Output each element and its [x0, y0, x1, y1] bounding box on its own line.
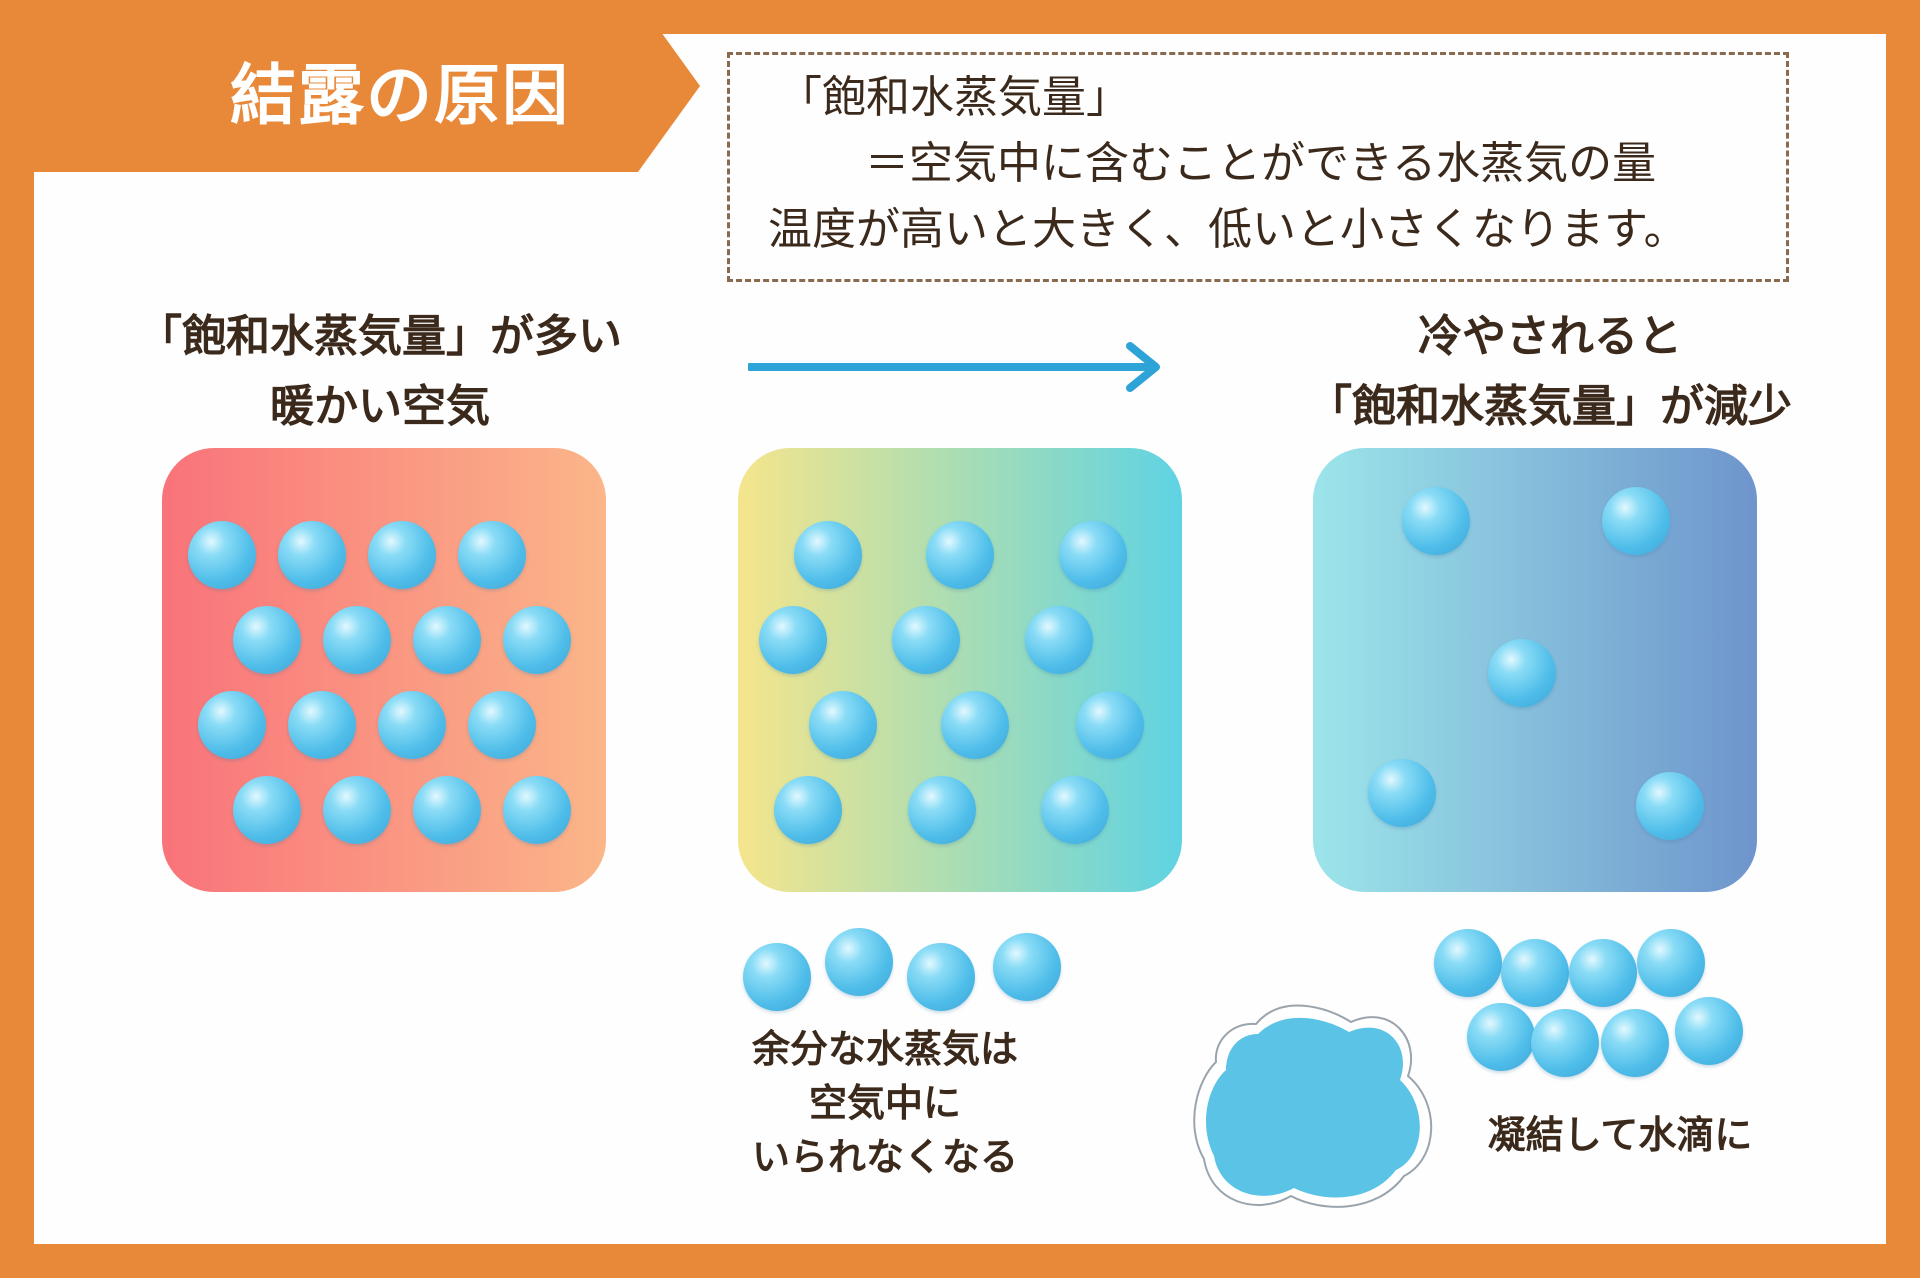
cooling-air-droplet	[1025, 606, 1093, 674]
condensed-droplet	[1675, 997, 1743, 1065]
arrow-right-icon	[748, 342, 1160, 392]
warm-air-droplet	[378, 691, 446, 759]
banner-title: 結露の原因	[230, 57, 570, 134]
cooling-air-droplet	[1041, 776, 1109, 844]
warm-air-droplet	[288, 691, 356, 759]
warm-air-droplet	[188, 521, 256, 589]
cooled-label-line1: 冷やされると	[1418, 311, 1682, 362]
warm-air-droplet	[468, 691, 536, 759]
warm-air-droplet	[413, 606, 481, 674]
cooling-air-droplet	[759, 606, 827, 674]
cooling-air-droplet	[941, 691, 1009, 759]
condensed-droplet	[1531, 1009, 1599, 1077]
definition-box: 「飽和水蒸気量」 ＝空気中に含むことができる水蒸気の量 温度が高いと大きく、低い…	[727, 52, 1789, 282]
cooling-air-droplet	[1059, 521, 1127, 589]
cool-air-droplet	[1636, 772, 1704, 840]
warm-air-label-line2: 暖かい空気	[270, 381, 490, 432]
condensation-caption: 凝結して水滴に	[1487, 1113, 1753, 1157]
cooling-air-droplet	[908, 776, 976, 844]
cooling-air-droplet	[794, 521, 862, 589]
cool-air-droplet	[1368, 759, 1436, 827]
warm-air-droplet	[368, 521, 436, 589]
condensed-droplet	[1501, 939, 1569, 1007]
warm-air-droplet	[503, 606, 571, 674]
definition-meaning: ＝空気中に含むことができる水蒸気の量	[865, 138, 1657, 189]
warm-air-droplet	[323, 776, 391, 844]
warm-air-droplet	[233, 776, 301, 844]
cooled-label-line2: 「飽和水蒸気量」が減少	[1308, 381, 1792, 432]
cooling-air-droplet	[926, 521, 994, 589]
warm-air-droplet	[323, 606, 391, 674]
cooling-air-droplet	[1076, 691, 1144, 759]
warm-air-droplet	[278, 521, 346, 589]
definition-note: 温度が高いと大きく、低いと小さくなります。	[768, 204, 1688, 255]
cool-air-droplet	[1402, 487, 1470, 555]
excess-vapor-droplet	[907, 943, 975, 1011]
definition-term: 「飽和水蒸気量」	[778, 72, 1130, 123]
water-puddle-icon	[1193, 1004, 1433, 1208]
warm-air-droplet	[233, 606, 301, 674]
cooling-air-droplet	[809, 691, 877, 759]
warm-air-label-line1: 「飽和水蒸気量」が多い	[138, 311, 622, 362]
excess-vapor-droplet	[825, 928, 893, 996]
excess-vapor-caption-line1: 余分な水蒸気は	[751, 1027, 1018, 1071]
warm-air-droplet	[503, 776, 571, 844]
excess-vapor-caption-line2: 空気中に	[808, 1081, 961, 1125]
condensed-droplet	[1637, 929, 1705, 997]
excess-vapor-droplet	[993, 933, 1061, 1001]
condensed-droplet	[1569, 939, 1637, 1007]
condensed-droplet	[1601, 1009, 1669, 1077]
cool-air-droplet	[1602, 487, 1670, 555]
excess-vapor-caption-line3: いられなくなる	[751, 1135, 1018, 1179]
cooling-air-droplet	[892, 606, 960, 674]
condensed-droplet	[1434, 929, 1502, 997]
warm-air-droplet	[413, 776, 481, 844]
condensed-droplet	[1467, 1003, 1535, 1071]
title-banner: 結露の原因	[0, 0, 700, 172]
cool-air-droplet	[1488, 639, 1556, 707]
cooling-air-droplet	[774, 776, 842, 844]
excess-vapor-droplet	[743, 943, 811, 1011]
warm-air-droplet	[458, 521, 526, 589]
warm-air-droplet	[198, 691, 266, 759]
